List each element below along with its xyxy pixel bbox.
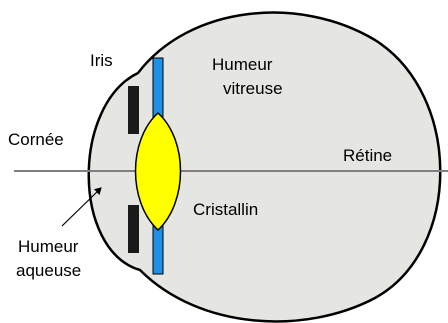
iris-lower-bar (128, 205, 139, 253)
label-retine: Rétine (343, 146, 392, 165)
label-humeur-aqueuse-line1: Humeur (18, 237, 79, 256)
label-humeur-aqueuse-line2: aqueuse (16, 261, 81, 280)
label-humeur-vitreuse-line1: Humeur (212, 55, 273, 74)
label-cristallin: Cristallin (193, 200, 258, 219)
iris-upper-bar (128, 86, 139, 134)
label-cornee: Cornée (8, 130, 64, 149)
label-humeur-vitreuse-line2: vitreuse (223, 79, 283, 98)
label-iris: Iris (90, 51, 113, 70)
